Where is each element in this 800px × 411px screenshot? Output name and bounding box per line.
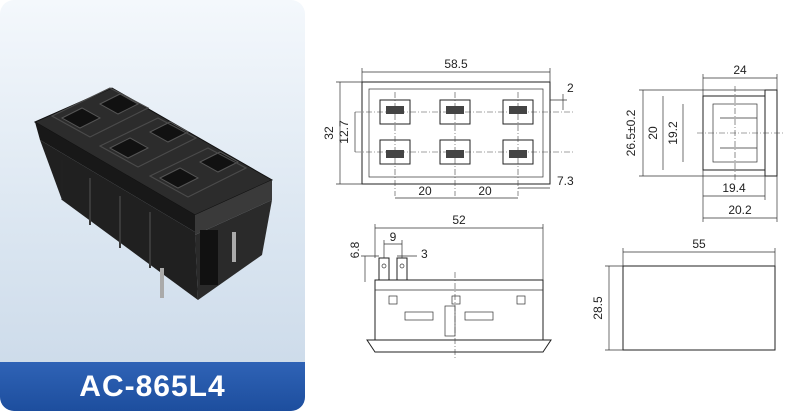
pin-pitch-2-label: 20 — [478, 184, 492, 198]
product-photo — [33, 87, 274, 300]
bottom-view: 52 6.8 9 3 — [348, 213, 552, 360]
inner-height-label: 19.2 — [666, 121, 680, 145]
technical-drawings: 58.5 32 12.7 2 20 20 7.3 24 — [322, 57, 783, 360]
body-height-label: 20 — [646, 126, 660, 140]
side-offset-label: 7.3 — [557, 174, 574, 188]
body-depth-label: 19.4 — [722, 181, 746, 195]
side-depth-label: 24 — [733, 63, 747, 77]
pin-pitch-1-label: 20 — [418, 184, 432, 198]
terminal-pitch-label: 9 — [390, 230, 397, 244]
block-height-label: 28.5 — [591, 296, 605, 320]
front-width-label: 58.5 — [444, 57, 468, 71]
flange-height-label: 26.5±0.2 — [624, 109, 638, 156]
edge-offset-label: 2 — [567, 81, 574, 95]
bottom-length-label: 52 — [452, 213, 466, 227]
product-photo-panel — [0, 0, 305, 411]
model-banner: AC-865L4 — [0, 362, 305, 411]
front-height-label: 32 — [322, 126, 336, 140]
total-depth-label: 20.2 — [728, 203, 752, 217]
side-view: 24 26.5±0.2 20 19.2 19.4 20.2 — [624, 63, 783, 222]
slot-pitch-label: 12.7 — [337, 120, 351, 144]
front-view: 58.5 32 12.7 2 20 20 7.3 — [322, 57, 575, 199]
terminal-height-label: 6.8 — [348, 241, 362, 258]
block-length-label: 55 — [692, 237, 706, 251]
terminal-width-label: 3 — [421, 247, 428, 261]
block-view: 55 28.5 — [591, 237, 776, 351]
model-label: AC-865L4 — [79, 369, 226, 403]
